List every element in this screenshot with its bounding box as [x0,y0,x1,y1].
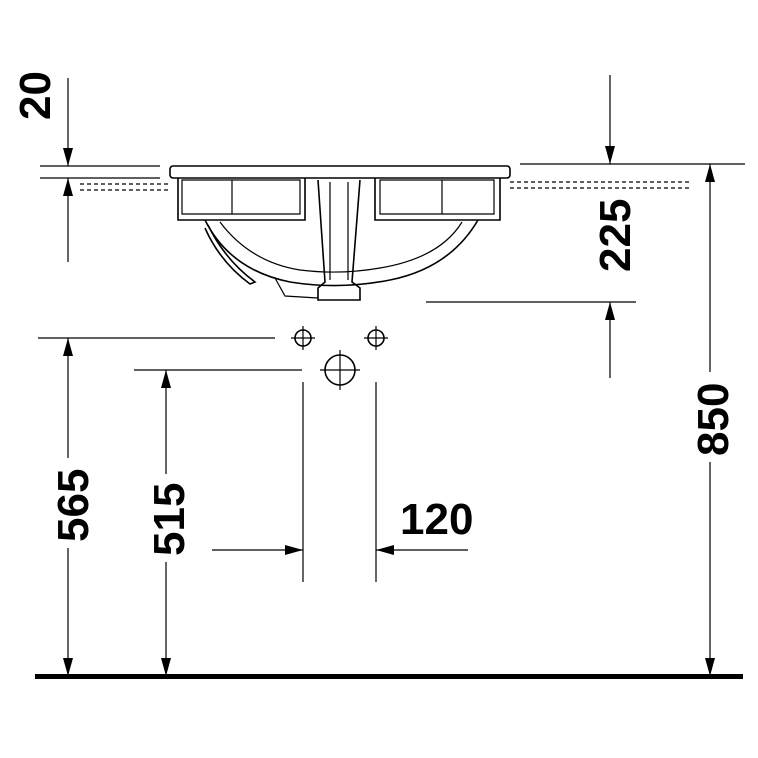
water-connection-right-icon [364,326,388,350]
dimension-515 [134,369,302,676]
drain-connection-icon [320,350,360,390]
dimension-20 [63,78,73,262]
dimension-label-225: 225 [591,199,640,272]
dimension-850 [705,164,715,676]
water-connection-left-icon [291,326,315,350]
floor-line [35,674,743,679]
dimension-565 [38,337,275,676]
dimension-label-515: 515 [145,483,194,556]
dimension-225 [426,75,636,378]
dimension-label-850: 850 [689,383,738,456]
dimension-120 [212,382,468,582]
basin-outline [169,165,511,301]
dimension-label-565: 565 [49,469,98,542]
dimension-label-20: 20 [11,71,60,120]
countertop-lines [40,163,745,191]
dimension-label-120: 120 [400,495,473,544]
